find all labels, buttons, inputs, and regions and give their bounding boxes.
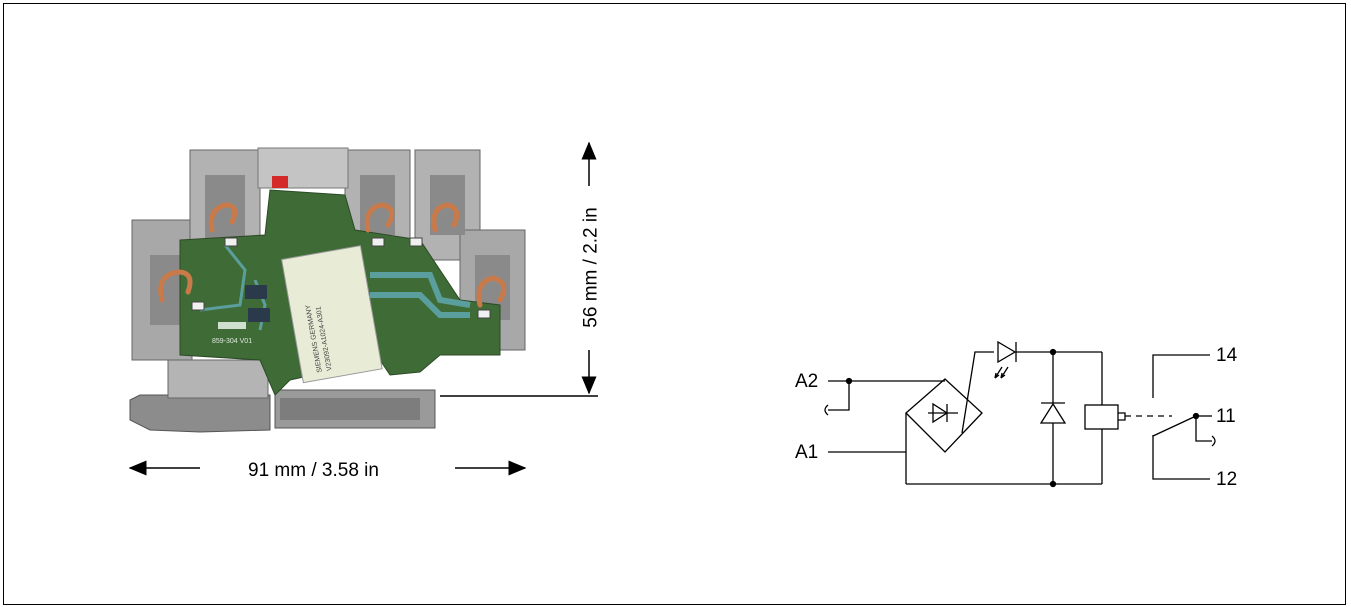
a2-jumper-end	[824, 404, 829, 416]
led-symbol	[994, 340, 1102, 379]
terminal-12-label: 12	[1216, 469, 1238, 490]
relay-coil	[1084, 404, 1119, 430]
bridge-rectifier	[905, 378, 983, 453]
status-led	[272, 176, 288, 188]
width-dimension-label: 91 mm / 3.58 in	[248, 460, 379, 481]
terminal-11-label: 11	[1216, 406, 1236, 427]
changeover-contact	[1152, 354, 1216, 480]
freewheel-diode	[1039, 352, 1067, 484]
pcb-components	[245, 285, 270, 322]
pcb-label: 859-304 V01	[212, 322, 252, 345]
terminal-14-label: 14	[1216, 345, 1238, 366]
diagram-frame	[3, 3, 1346, 605]
coil-actuator	[1118, 412, 1126, 421]
svg-text:859-304 V01: 859-304 V01	[212, 338, 252, 345]
copper-clamps	[158, 202, 507, 308]
a2-jumper	[828, 381, 850, 411]
relay-component: SIEMENS GERMANY V23092-A1024-A301	[281, 245, 383, 384]
din-rail-foot	[129, 359, 436, 433]
rectifier-pos-wire	[961, 351, 994, 434]
terminal-slots	[191, 237, 491, 319]
terminal-a1-label: A1	[795, 442, 819, 463]
terminal-a2-label: A2	[795, 371, 819, 392]
